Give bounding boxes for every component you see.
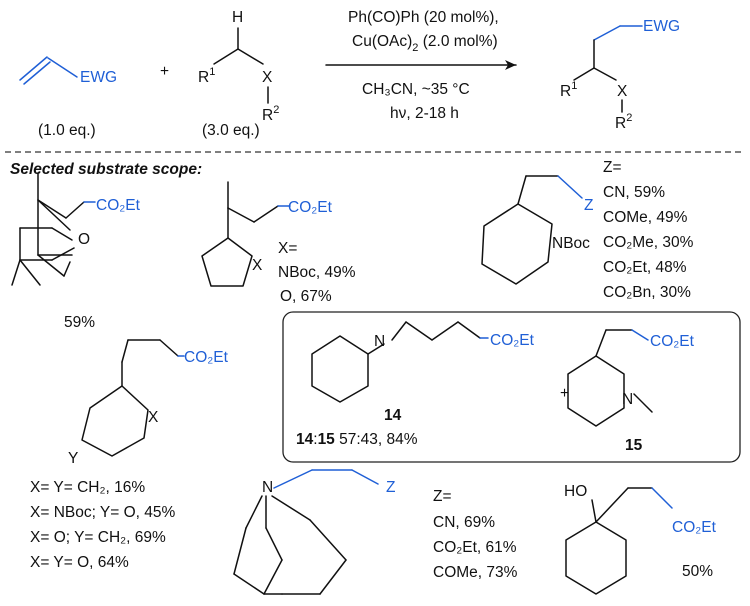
alkene-reactant: EWG — [19, 56, 117, 86]
box-plus-sign: + — [560, 385, 569, 402]
reagent-r1-label: R1 — [198, 66, 215, 86]
product-r2-label: R2 — [615, 112, 632, 132]
six-ring-y-label: Y — [68, 450, 78, 467]
condition-solvent: CH₃CN, ~35 °C — [362, 81, 470, 98]
scope-title: Selected substrate scope: — [10, 161, 202, 178]
product-x-label: X — [617, 83, 628, 100]
piperidine-product: Z NBoc — [481, 175, 593, 285]
five-ring-product: CO₂Et X X= NBoc, 49% O, 67% — [201, 181, 356, 305]
reagent-h-label: H — [232, 9, 243, 26]
six-ring-row: X= Y= CH₂, 16% — [30, 479, 145, 496]
six-ring-rows: X= Y= CH₂, 16% X= NBoc; Y= O, 45% X= O; … — [30, 479, 176, 571]
six-ring-x-label: X — [148, 409, 159, 426]
z-list-item: COMe, 49% — [603, 209, 688, 226]
tropane-z-item: COMe, 73% — [433, 564, 518, 581]
tropane-z-item: CO₂Et, 61% — [433, 539, 517, 556]
tropane-z-item: CN, 69% — [433, 514, 495, 531]
cyclohexanol-yield: 50% — [682, 563, 713, 580]
z-list-item: CO₂Me, 30% — [603, 234, 694, 251]
oxetane-o-label: O — [78, 231, 90, 248]
ratio-text: 14:15 57:43, 84% — [296, 431, 418, 448]
six-ring-product: CO₂Et X Y — [68, 339, 229, 467]
product-ewg-label: EWG — [643, 18, 680, 35]
oxetane-product: CO₂Et O 59% — [11, 173, 141, 331]
piperidine-n-label: NBoc — [552, 235, 590, 252]
reagent-x-label: X — [262, 69, 273, 86]
product-r1-label: R1 — [560, 80, 577, 100]
reagent-r2-label: R2 — [262, 104, 279, 124]
z-list-item: CO₂Bn, 30% — [603, 284, 691, 301]
six-ring-row: X= NBoc; Y= O, 45% — [30, 504, 176, 521]
oxetane-ester-label: CO₂Et — [96, 197, 141, 214]
cyclohexanol-ester-label: CO₂Et — [672, 519, 717, 536]
five-ring-ester-label: CO₂Et — [288, 199, 333, 216]
piperidine-z-list: Z= CN, 59% COMe, 49% CO₂Me, 30% CO₂Et, 4… — [603, 159, 694, 301]
condition-light: hν, 2-18 h — [390, 105, 459, 122]
six-ring-row: X= Y= O, 64% — [30, 554, 129, 571]
tropane-n-label: N — [262, 479, 273, 496]
z-list-item: CN, 59% — [603, 184, 665, 201]
p15-compound-number: 15 — [625, 437, 643, 454]
p14-compound-number: 14 — [384, 407, 402, 424]
alkane-reagent: H R1 X R2 — [198, 9, 279, 124]
reagent-equiv: (3.0 eq.) — [202, 122, 260, 139]
six-ring-ester-label: CO₂Et — [184, 349, 229, 366]
z-list-head: Z= — [603, 159, 622, 176]
tropane-z-list: Z= CN, 69% CO₂Et, 61% COMe, 73% — [433, 488, 518, 581]
five-ring-row2: O, 67% — [280, 288, 332, 305]
five-ring-row1: NBoc, 49% — [278, 264, 356, 281]
product-general: EWG R1 X R2 — [560, 18, 680, 132]
conditions: Ph(CO)Ph (20 mol%), Cu(OAc)2 (2.0 mol%) … — [325, 9, 517, 122]
tropane-z-label: Z — [386, 479, 395, 496]
oxetane-yield: 59% — [64, 314, 95, 331]
cyclohexanol-product: HO CO₂Et 50% — [564, 483, 717, 595]
p14-n-label: N — [374, 333, 385, 350]
p15-ester-label: CO₂Et — [650, 333, 695, 350]
z-list-item: CO₂Et, 48% — [603, 259, 687, 276]
five-ring-x-label: X — [252, 257, 263, 274]
cyclohexanol-ho-label: HO — [564, 483, 587, 500]
p14-ester-label: CO₂Et — [490, 332, 535, 349]
alkene-ewg-label: EWG — [80, 69, 117, 86]
condition-catalyst: Ph(CO)Ph (20 mol%), — [348, 9, 499, 26]
plus-sign: + — [160, 63, 169, 80]
p15-n-label: N — [622, 391, 633, 408]
piperidine-z-label: Z — [584, 197, 593, 214]
reaction-arrow-head — [505, 60, 516, 70]
six-ring-row: X= O; Y= CH₂, 69% — [30, 529, 166, 546]
five-ring-x-eq: X= — [278, 240, 297, 257]
regioisomer-box — [282, 311, 741, 463]
alkene-equiv: (1.0 eq.) — [38, 122, 96, 139]
tropane-z-head: Z= — [433, 488, 452, 505]
tropane-product: N Z — [233, 469, 395, 595]
product-14: N CO₂Et 14 — [311, 321, 535, 424]
product-15: CO₂Et N 15 — [567, 329, 695, 454]
condition-copper: Cu(OAc)2 (2.0 mol%) — [352, 33, 498, 54]
